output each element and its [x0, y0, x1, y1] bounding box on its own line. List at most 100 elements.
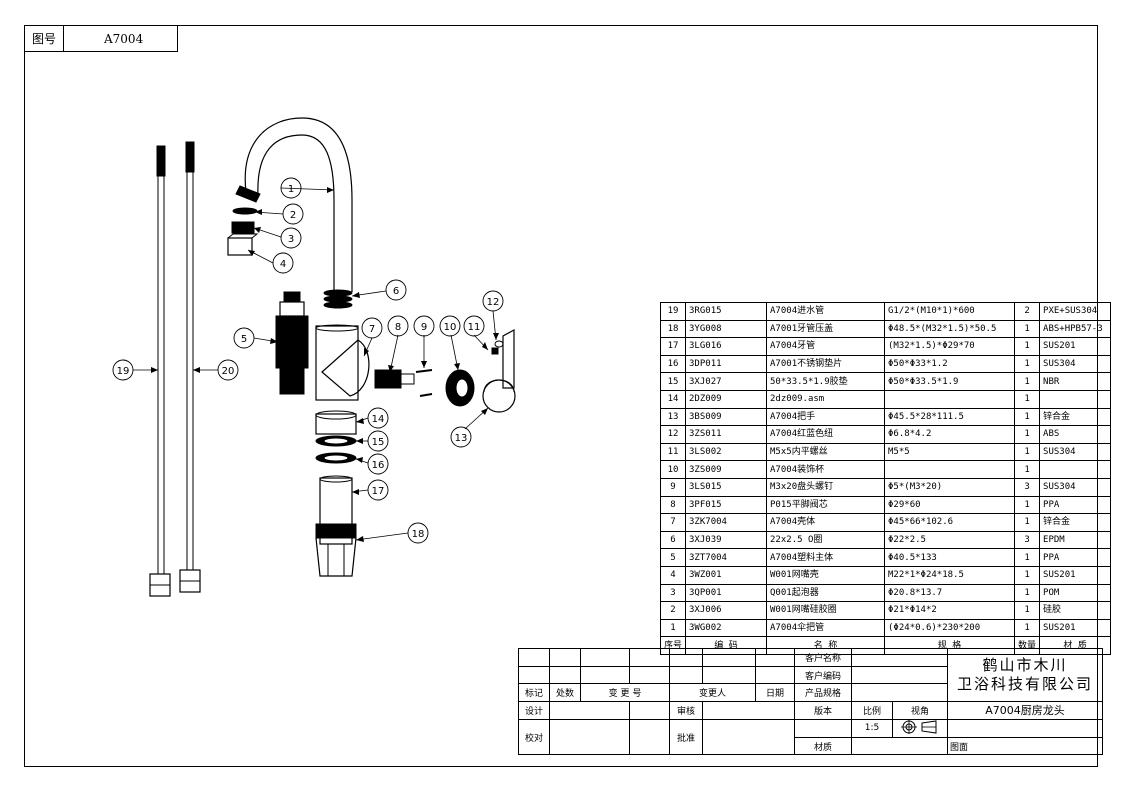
- bom-cell-spec: Φ6.8*4.2: [884, 425, 1016, 444]
- spout-pipe: [235, 117, 353, 293]
- bom-cell-name: A7004牙管: [766, 337, 886, 356]
- bom-cell-code: 3ZS009: [685, 460, 768, 479]
- balloon-3: [280, 227, 302, 249]
- bom-cell-name: A7001不锈钢垫片: [766, 354, 886, 374]
- bom-cell-material: [1039, 460, 1112, 479]
- svg-text:12: 12: [487, 297, 500, 308]
- bom-cell-name: 22x2.5 O圈: [766, 530, 886, 550]
- customer-code-label: 客户编码: [794, 665, 852, 685]
- svg-text:18: 18: [412, 529, 425, 540]
- bom-cell-material: POM: [1039, 583, 1112, 603]
- bom-cell-qty: 1: [1014, 460, 1041, 479]
- bom-cell-spec: Φ48.5*(M32*1.5)*50.5: [884, 319, 1016, 339]
- bom-cell-qty: 3: [1014, 477, 1041, 497]
- design-label: 设计: [518, 701, 550, 720]
- change-no-label: 变 更 号: [580, 683, 670, 703]
- plastic-main-body: [275, 291, 309, 395]
- bom-cell-code: 3PF015: [685, 495, 768, 515]
- bom-cell-material: PPA: [1039, 548, 1112, 567]
- bom-cell-name: M3x20盘头螺钉: [766, 477, 886, 497]
- scale-label: 比例: [851, 701, 893, 720]
- svg-text:6: 6: [393, 286, 399, 297]
- bom-cell-code: 3DP011: [685, 354, 768, 374]
- bom-cell-no: 6: [659, 530, 687, 550]
- bom-cell-material: SUS201: [1039, 337, 1112, 356]
- bom-cell-material: SUS201: [1039, 618, 1112, 638]
- product-spec-label: 产品规格: [794, 683, 852, 703]
- bom-cell-name: 2dz009.asm: [766, 389, 886, 409]
- balloon-1: [280, 177, 302, 199]
- bom-cell-code: 3WZ001: [685, 565, 768, 585]
- svg-text:10: 10: [444, 322, 457, 333]
- bom-cell-code: 3BS009: [685, 407, 768, 427]
- svg-text:17: 17: [372, 486, 385, 497]
- svg-text:1: 1: [288, 184, 294, 195]
- bom-cell-code: 3LS015: [685, 477, 768, 497]
- approve-label: 批准: [669, 718, 703, 756]
- balloon-11: [463, 315, 485, 337]
- bom-cell-name: P015平脚阀芯: [766, 495, 886, 515]
- svg-text:8: 8: [395, 322, 401, 333]
- bom-cell-material: SUS304: [1039, 477, 1112, 497]
- bom-cell-no: 10: [659, 460, 687, 479]
- bom-cell-material: SUS304: [1039, 354, 1112, 374]
- balloon-6: [385, 279, 407, 301]
- svg-text:4: 4: [280, 259, 286, 270]
- leader-arrowheads: [151, 187, 499, 542]
- bom-cell-material: NBR: [1039, 372, 1112, 391]
- first-angle-projection-icon: [901, 719, 937, 734]
- bom-cell-material: PPA: [1039, 495, 1112, 515]
- bom-cell-name: M5x5内平螺丝: [766, 442, 886, 462]
- review-label: 审核: [669, 701, 703, 720]
- bom-cell-code: 2DZ009: [685, 389, 768, 409]
- drawing-number-value: A7004: [104, 31, 144, 46]
- handle-screw: [491, 340, 504, 355]
- bom-cell-code: 3LG016: [685, 337, 768, 356]
- bom-cell-code: 3LS002: [685, 442, 768, 462]
- bom-cell-spec: Φ20.8*13.7: [884, 583, 1016, 603]
- svg-text:9: 9: [421, 322, 427, 333]
- aerator-parts: [227, 207, 259, 256]
- balloon-12: [482, 290, 504, 312]
- bom-cell-no: 13: [659, 407, 687, 427]
- bom-cell-spec: Φ45*66*102.6: [884, 513, 1016, 532]
- bom-cell-code: 3XJ006: [685, 601, 768, 620]
- bom-cell-spec: [884, 460, 1016, 479]
- bom-cell-name: W001网嘴硅胶圈: [766, 601, 886, 620]
- bom-cell-no: 3: [659, 583, 687, 603]
- count-label: 处数: [549, 683, 581, 703]
- bom-cell-code: 3XJ027: [685, 372, 768, 391]
- bom-cell-qty: 1: [1014, 548, 1041, 567]
- balloon-9: [413, 315, 435, 337]
- bom-cell-material: 硅胶: [1039, 601, 1112, 620]
- bom-cell-no: 8: [659, 495, 687, 515]
- bom-cell-no: 9: [659, 477, 687, 497]
- bom-cell-code: 3ZT7004: [685, 548, 768, 567]
- bom-cell-no: 1: [659, 618, 687, 638]
- svg-text:7: 7: [369, 324, 375, 335]
- balloon-labels: 1 2 3 4 5 6 7 8 9 10 11 12 13 14 15 16 1…: [117, 184, 500, 540]
- bom-cell-name: A7004进水管: [766, 302, 886, 321]
- bom-cell-qty: 1: [1014, 372, 1041, 391]
- bom-cell-material: EPDM: [1039, 530, 1112, 550]
- sheet-label: 图面: [947, 736, 1103, 756]
- bom-cell-qty: 1: [1014, 319, 1041, 339]
- bom-cell-qty: 1: [1014, 583, 1041, 603]
- bom-cell-name: A7004伞把管: [766, 618, 886, 638]
- svg-text:19: 19: [117, 366, 130, 377]
- bom-cell-spec: Φ21*Φ14*2: [884, 601, 1016, 620]
- bom-cell-code: 3RG015: [685, 302, 768, 321]
- changer-label: 变更人: [669, 683, 756, 703]
- bom-cell-qty: 1: [1014, 425, 1041, 444]
- bom-cell-material: SUS304: [1039, 442, 1112, 462]
- bom-cell-material: ABS+HPB57-3: [1039, 319, 1112, 339]
